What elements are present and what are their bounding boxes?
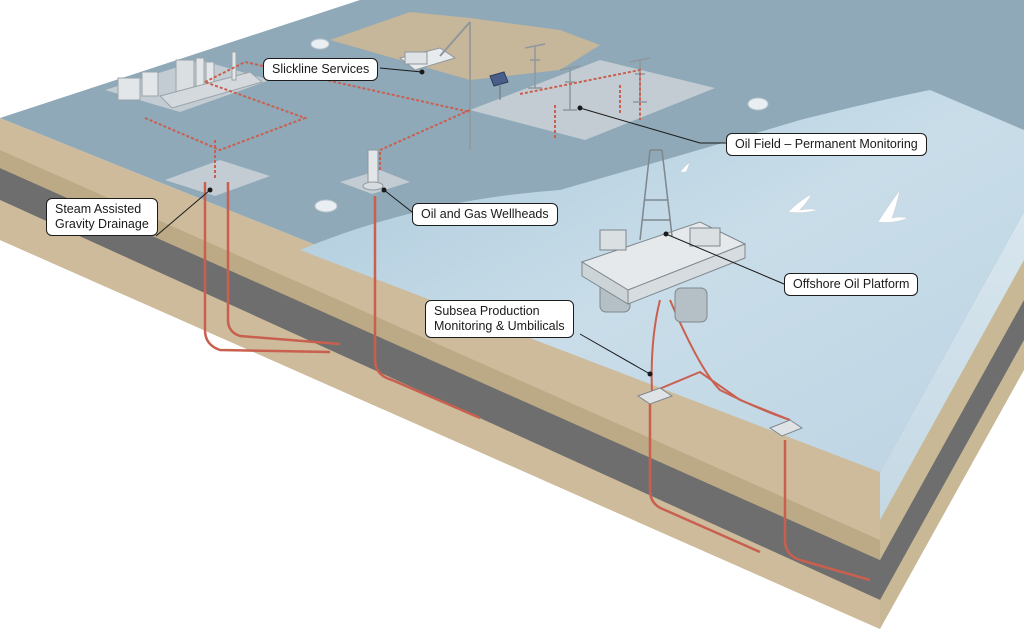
right-side-strata [880,212,1024,629]
callout-sagd: Steam Assisted Gravity Drainage [46,198,158,236]
callout-offshore-platform: Offshore Oil Platform [784,273,919,296]
bird-icon [877,189,909,223]
surface-cables [144,60,641,178]
crane-truck-icon [398,21,471,150]
bird-icon [787,193,820,213]
cloud-icon [747,97,769,111]
cloud-icon [314,199,338,213]
left-side-strata [0,118,880,629]
sagd-pad [165,160,270,196]
cloud-icon [310,38,330,50]
bird-icons [679,161,909,223]
subsea-umbilicals [650,299,791,421]
beach-strip [330,12,600,80]
drilling-rig-icon [639,149,673,241]
oilfield-pad [470,60,715,140]
pumpjack-icon [524,43,651,111]
subsurface-wells [203,182,871,582]
refinery-icon [117,51,264,109]
subsea-manifold-icon [636,387,804,437]
wellhead-icon [362,149,384,191]
callout-oil-gas-wellheads: Oil and Gas Wellheads [412,203,558,226]
cloud-icons [310,38,769,213]
callout-slickline-services: Slickline Services [263,58,379,81]
callout-oil-field-monitoring: Oil Field – Permanent Monitoring [726,133,927,156]
callout-subsea-production: Subsea Production Monitoring & Umbilical… [425,300,574,338]
leader-lines [155,67,785,377]
bird-icon [679,161,691,173]
solar-panel-icon [489,71,509,100]
offshore-platform-icon [580,149,747,323]
